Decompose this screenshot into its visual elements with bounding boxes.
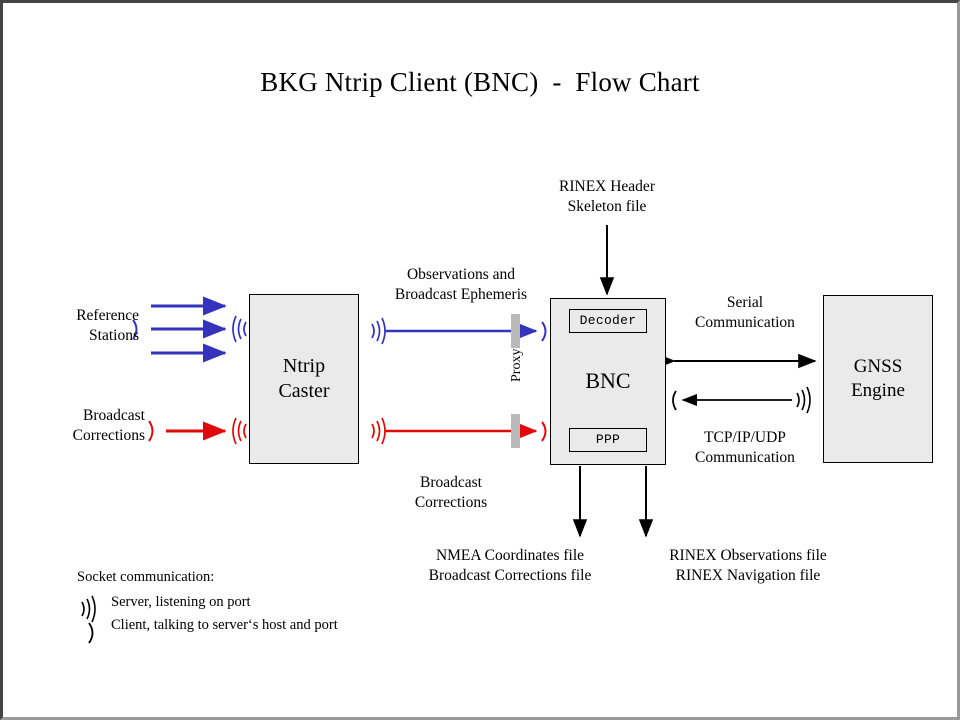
label-broadcast-corrections-source: Broadcast Corrections bbox=[3, 406, 145, 447]
rinex-header-line2: Skeleton file bbox=[567, 198, 647, 216]
proxy-block-top bbox=[511, 314, 520, 348]
legend-client-text: Client, talking to server‘s host and por… bbox=[111, 617, 338, 633]
label-serial-communication: Serial Communication bbox=[665, 293, 825, 334]
legend: Socket communication: Server, listening … bbox=[77, 569, 338, 640]
server-signal-icon-gnss bbox=[796, 386, 811, 414]
proxy-label: Proxy bbox=[509, 348, 524, 382]
output-left-line1: NMEA Coordinates file bbox=[435, 547, 585, 564]
legend-item-server: Server, listening on port bbox=[77, 594, 338, 611]
gnss-engine-line1: GNSS bbox=[853, 356, 903, 378]
bc-edge-line1: Broadcast bbox=[420, 474, 482, 491]
proxy-block-bottom bbox=[511, 414, 520, 448]
client-paren-icon-bnc-obs bbox=[541, 321, 547, 342]
label-output-right: RINEX Observations file RINEX Navigation… bbox=[541, 546, 955, 587]
node-ntrip-caster[interactable]: Ntrip Caster bbox=[249, 294, 359, 464]
reference-stations-line1: Reference bbox=[76, 307, 139, 324]
server-signal-icon-caster-in-red bbox=[232, 417, 247, 445]
label-observations-ephemeris: Observations and Broadcast Ephemeris bbox=[367, 265, 555, 306]
bc-edge-line2: Corrections bbox=[414, 494, 488, 512]
tcpip-line1: TCP/IP/UDP bbox=[704, 429, 786, 446]
server-signal-icon-caster-out-blue bbox=[371, 317, 386, 345]
gnss-engine-line2: Engine bbox=[851, 380, 905, 401]
label-reference-stations: Reference Stations bbox=[3, 306, 139, 347]
node-gnss-engine[interactable]: GNSS Engine bbox=[823, 295, 933, 463]
output-right-line1: RINEX Observations file bbox=[669, 547, 827, 564]
output-right-line2: RINEX Navigation file bbox=[675, 567, 821, 585]
label-rinex-header-skeleton: RINEX Header Skeleton file bbox=[527, 177, 687, 218]
bnc-decoder-box[interactable]: Decoder bbox=[569, 309, 647, 333]
ntrip-caster-line1: Ntrip bbox=[282, 355, 326, 377]
output-left-line2: Broadcast Corrections file bbox=[428, 567, 592, 585]
observations-line2: Broadcast Ephemeris bbox=[394, 286, 528, 304]
label-tcpip-communication: TCP/IP/UDP Communication bbox=[665, 428, 825, 469]
label-broadcast-corrections-edge: Broadcast Corrections bbox=[373, 473, 529, 514]
rinex-header-line1: RINEX Header bbox=[559, 178, 655, 195]
reference-stations-line2: Stations bbox=[89, 327, 139, 345]
page-title: BKG Ntrip Client (BNC) - Flow Chart bbox=[260, 67, 700, 97]
node-bnc[interactable]: Decoder BNC PPP bbox=[550, 298, 666, 465]
client-paren-icon-bnc-tcp bbox=[672, 390, 677, 411]
legend-heading: Socket communication: bbox=[77, 569, 215, 585]
tcpip-line2: Communication bbox=[695, 449, 795, 467]
legend-item-client: Client, talking to server‘s host and por… bbox=[77, 617, 338, 634]
reference-station-arrows bbox=[151, 296, 227, 363]
serial-line1: Serial bbox=[726, 294, 764, 311]
broadcast-src-line2: Corrections bbox=[72, 427, 145, 445]
server-signal-icon-caster-in bbox=[232, 315, 247, 343]
legend-server-text: Server, listening on port bbox=[111, 594, 251, 610]
server-signal-icon-caster-out-red bbox=[371, 417, 386, 445]
bnc-ppp-box[interactable]: PPP bbox=[569, 428, 647, 452]
ntrip-caster-line2: Caster bbox=[278, 380, 330, 402]
client-paren-icon-bnc-corr bbox=[541, 421, 547, 442]
observations-line1: Observations and bbox=[406, 266, 516, 283]
client-paren-icon-broadcast bbox=[148, 420, 154, 442]
serial-line2: Communication bbox=[695, 314, 795, 332]
broadcast-src-line1: Broadcast bbox=[83, 407, 145, 424]
label-output-left: NMEA Coordinates file Broadcast Correcti… bbox=[403, 546, 617, 587]
bnc-title: BNC bbox=[585, 367, 631, 393]
